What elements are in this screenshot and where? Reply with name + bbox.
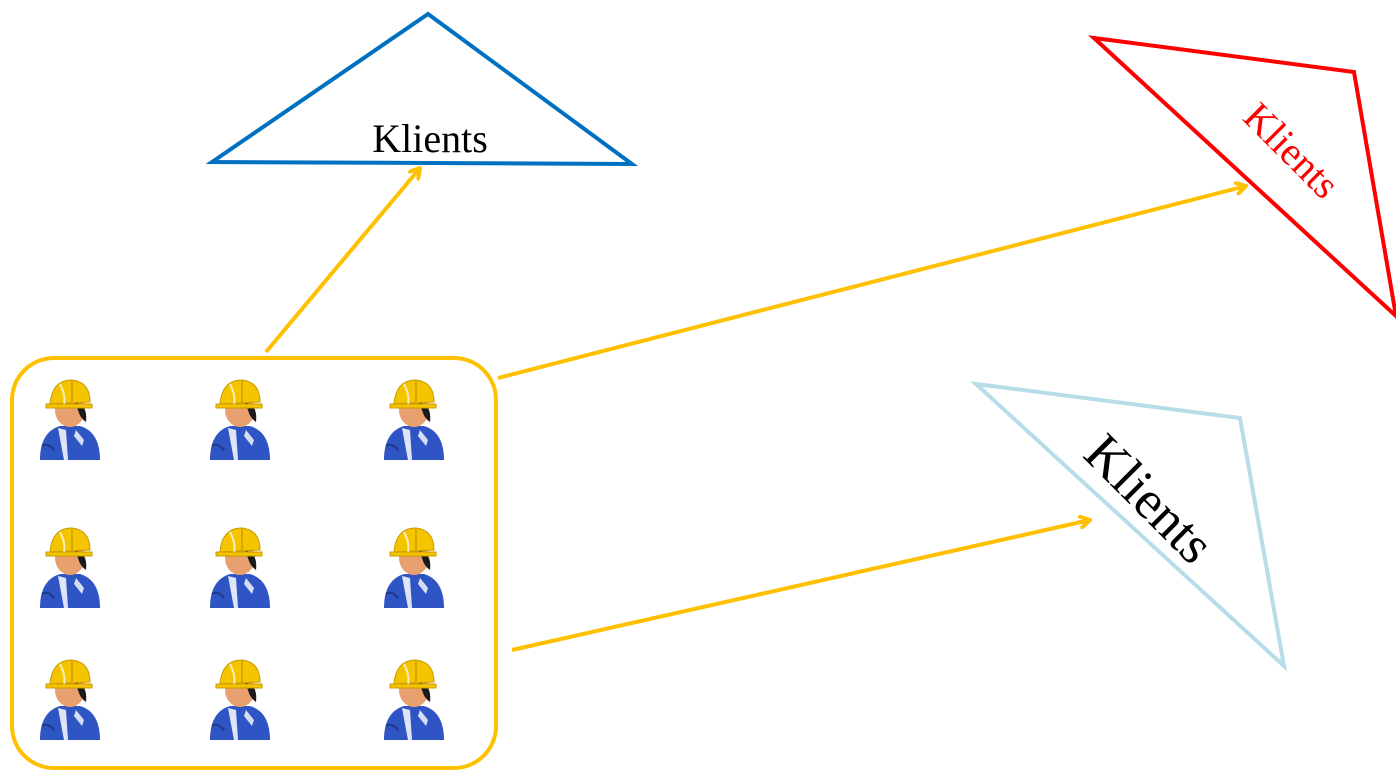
construction-worker-icon [209,527,271,609]
client-triangle-2: Klients [1088,35,1396,319]
construction-worker-icon [383,379,445,461]
construction-worker-icon [209,659,271,741]
arrow-to-client-2 [497,186,1246,380]
construction-worker-icon [39,527,101,609]
client-label-2: Klients [1235,94,1349,208]
client-triangle-3: Klients [969,381,1287,672]
client-label-3: Klients [1073,422,1226,575]
team-box [10,356,498,770]
construction-worker-icon [383,659,445,741]
construction-worker-icon [209,379,271,461]
arrow-to-client-3 [511,520,1090,652]
construction-worker-icon [39,659,101,741]
construction-worker-icon [383,527,445,609]
arrow-to-client-1 [264,168,420,354]
client-triangle-1: Klients [205,11,639,167]
client-label-1: Klients [372,116,488,161]
construction-worker-icon [39,379,101,461]
workers-grid [39,379,445,741]
